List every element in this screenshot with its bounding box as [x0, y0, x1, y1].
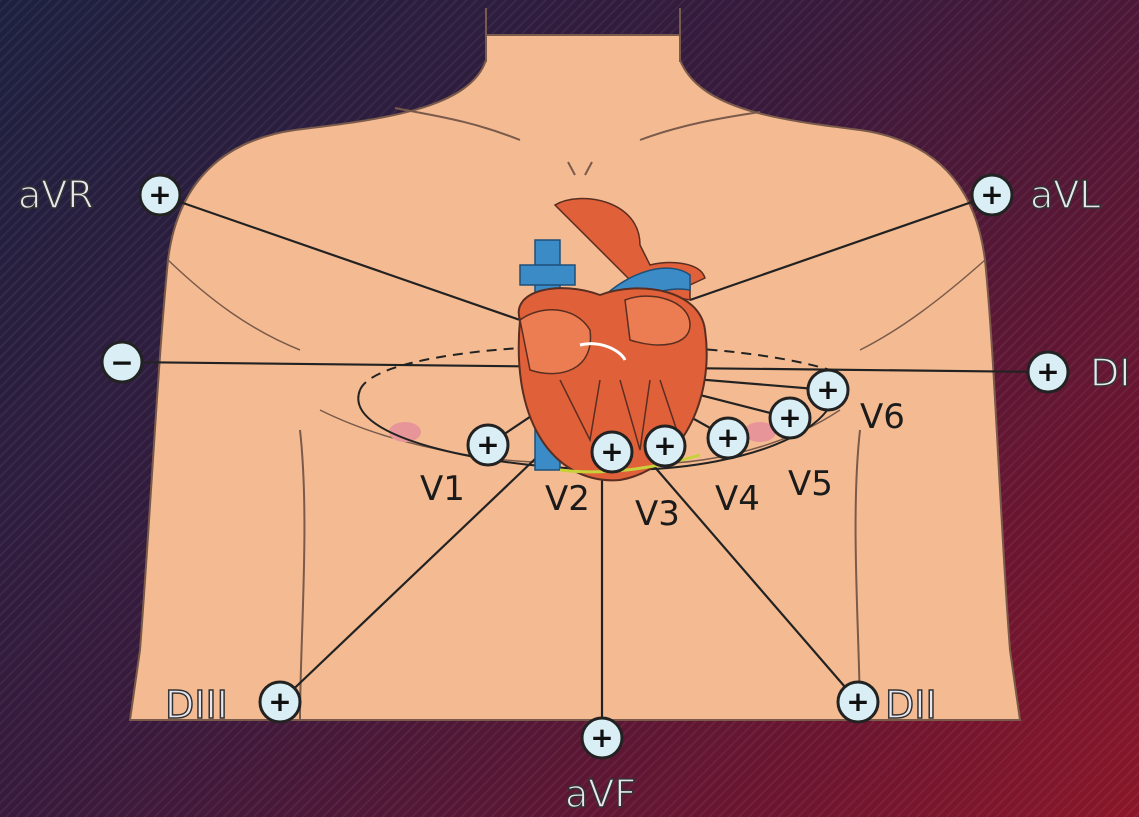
svg-text:+: + [148, 178, 171, 211]
label-v2: V2 [545, 479, 590, 519]
electrode-v6: + [808, 370, 848, 410]
svg-text:+: + [268, 685, 291, 718]
svg-text:+: + [590, 721, 613, 754]
svg-text:+: + [980, 178, 1003, 211]
label-avr: aVR [18, 173, 94, 217]
svg-text:+: + [653, 429, 676, 462]
electrode-avr: + [140, 175, 180, 215]
svg-text:−: − [110, 346, 133, 379]
svg-text:+: + [846, 685, 869, 718]
label-di: DI [1090, 351, 1130, 395]
label-v4: V4 [715, 479, 760, 519]
electrode-avl: + [972, 175, 1012, 215]
label-avf: aVF [565, 772, 636, 816]
label-diii: DIII [165, 683, 228, 727]
label-v5: V5 [788, 464, 833, 504]
svg-text:+: + [476, 428, 499, 461]
electrode-diii: + [260, 682, 300, 722]
svg-text:+: + [716, 421, 739, 454]
label-v3: V3 [635, 494, 680, 534]
label-v6: V6 [860, 397, 905, 437]
electrode-avf: + [582, 718, 622, 758]
svg-text:+: + [1036, 355, 1059, 388]
electrode-dii: + [838, 682, 878, 722]
electrode-v3: + [645, 426, 685, 466]
electrode-v4: + [708, 418, 748, 458]
label-v1: V1 [420, 469, 465, 509]
electrode-v1: + [468, 425, 508, 465]
label-dii: DII [885, 683, 937, 727]
electrode-v5: + [770, 398, 810, 438]
svg-text:+: + [778, 401, 801, 434]
svg-text:+: + [600, 435, 623, 468]
electrode-di-negative: − [102, 342, 142, 382]
label-avl: aVL [1030, 173, 1100, 217]
electrode-v2: + [592, 432, 632, 472]
electrode-di: + [1028, 352, 1068, 392]
svg-text:+: + [816, 373, 839, 406]
